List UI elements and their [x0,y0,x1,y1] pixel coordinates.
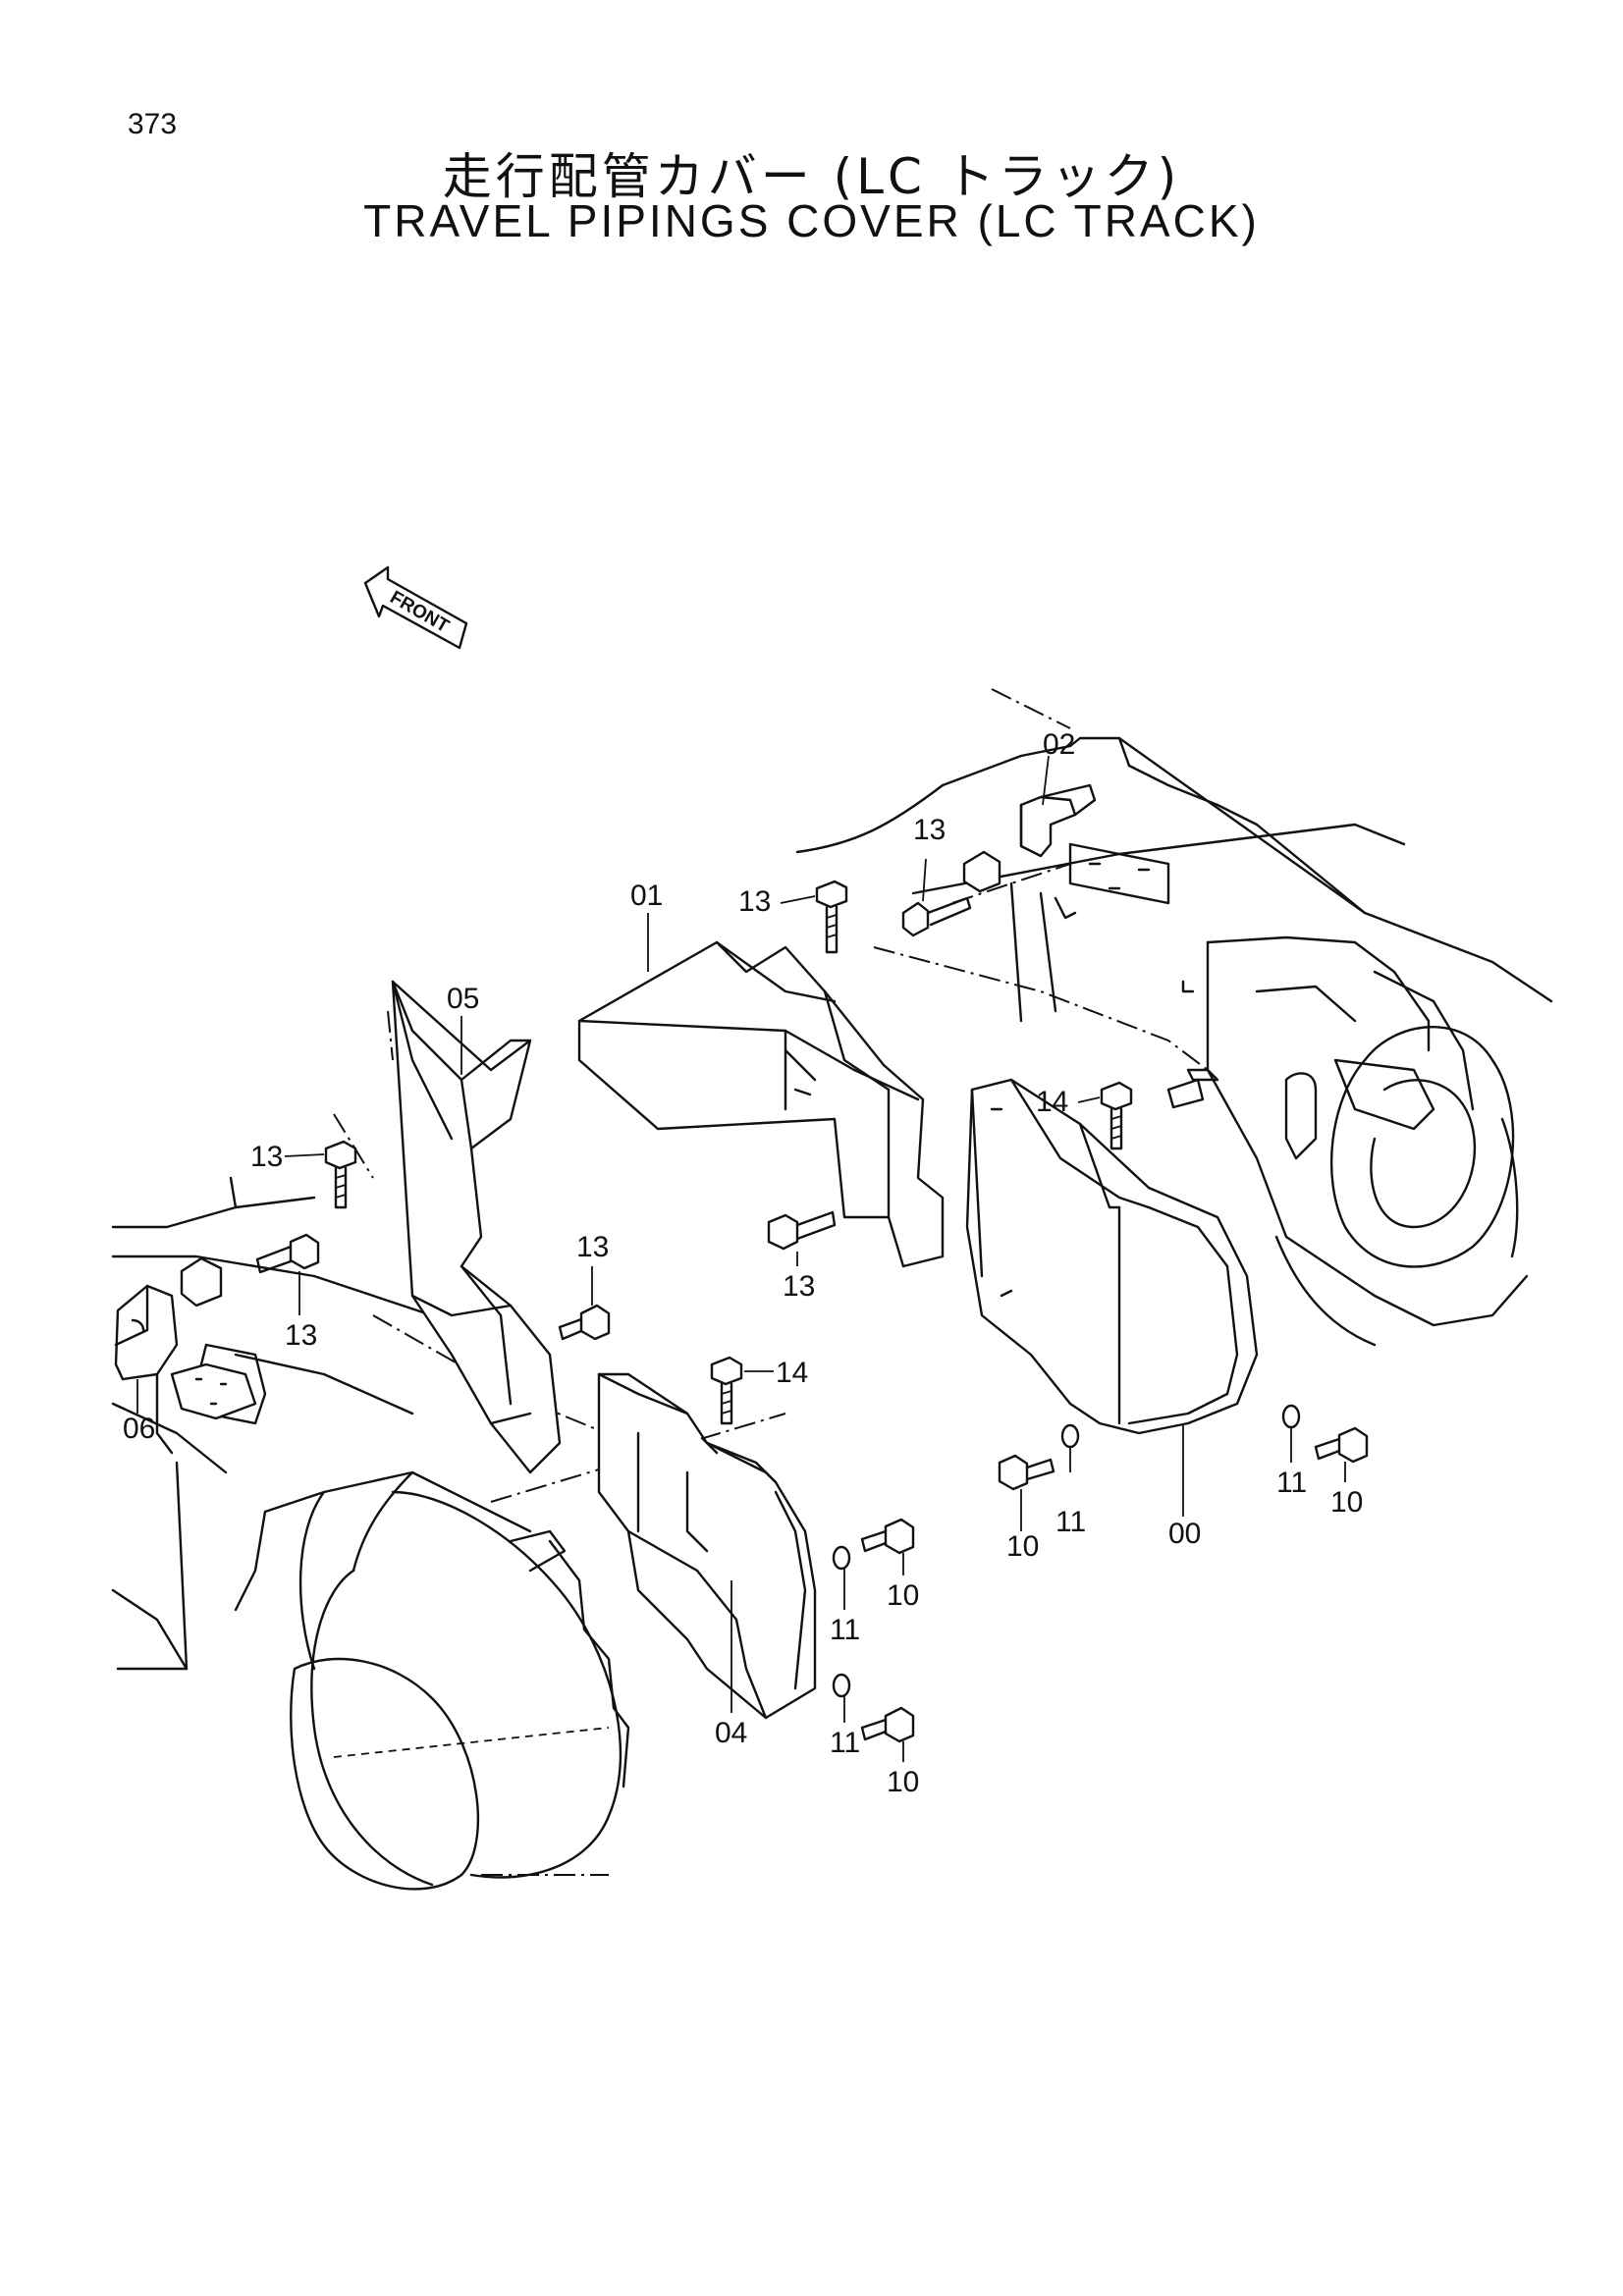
title-japanese: 走行配管カバー (LC トラック) [442,148,1181,205]
part-06-bracket [114,1284,257,1420]
spacer-blocks [180,850,1205,1308]
callout-11: 11 [830,1727,860,1759]
front-arrow-icon: FRONT [363,565,468,650]
callout-13: 13 [913,814,946,846]
callout-06: 06 [123,1413,155,1445]
washers [832,1404,1301,1698]
callout-11: 11 [830,1614,860,1646]
title-english: TRAVEL PIPINGS COVER (LC TRACK) [363,195,1260,246]
bolt-fasteners [255,880,1369,1743]
callout-14: 14 [1036,1086,1068,1118]
callout-11: 11 [1276,1467,1307,1499]
callout-13: 13 [285,1319,317,1352]
callout-10: 10 [1006,1530,1039,1563]
part-02-bracket [1019,783,1097,858]
part-05-cover [391,980,562,1474]
callout-13: 13 [738,885,771,918]
callout-00: 00 [1168,1518,1201,1550]
callout-11: 11 [1055,1506,1086,1538]
callout-02: 02 [1043,728,1075,761]
callout-14: 14 [776,1357,808,1389]
callout-13: 13 [783,1270,815,1303]
part-04-cover [597,1372,817,1720]
callout-13: 13 [576,1231,609,1263]
callout-13: 13 [250,1141,283,1173]
part-00-cover [965,1078,1259,1435]
leader-lines [136,755,1346,1762]
callout-10: 10 [887,1579,919,1612]
part-01-cover [577,940,945,1268]
callout-04: 04 [715,1717,747,1749]
page-number: 373 [128,108,178,140]
callout-01: 01 [630,880,663,912]
callout-10: 10 [887,1766,919,1798]
callout-05: 05 [447,983,479,1015]
callout-10: 10 [1330,1486,1363,1519]
upper-frame-structure [795,688,1553,1347]
